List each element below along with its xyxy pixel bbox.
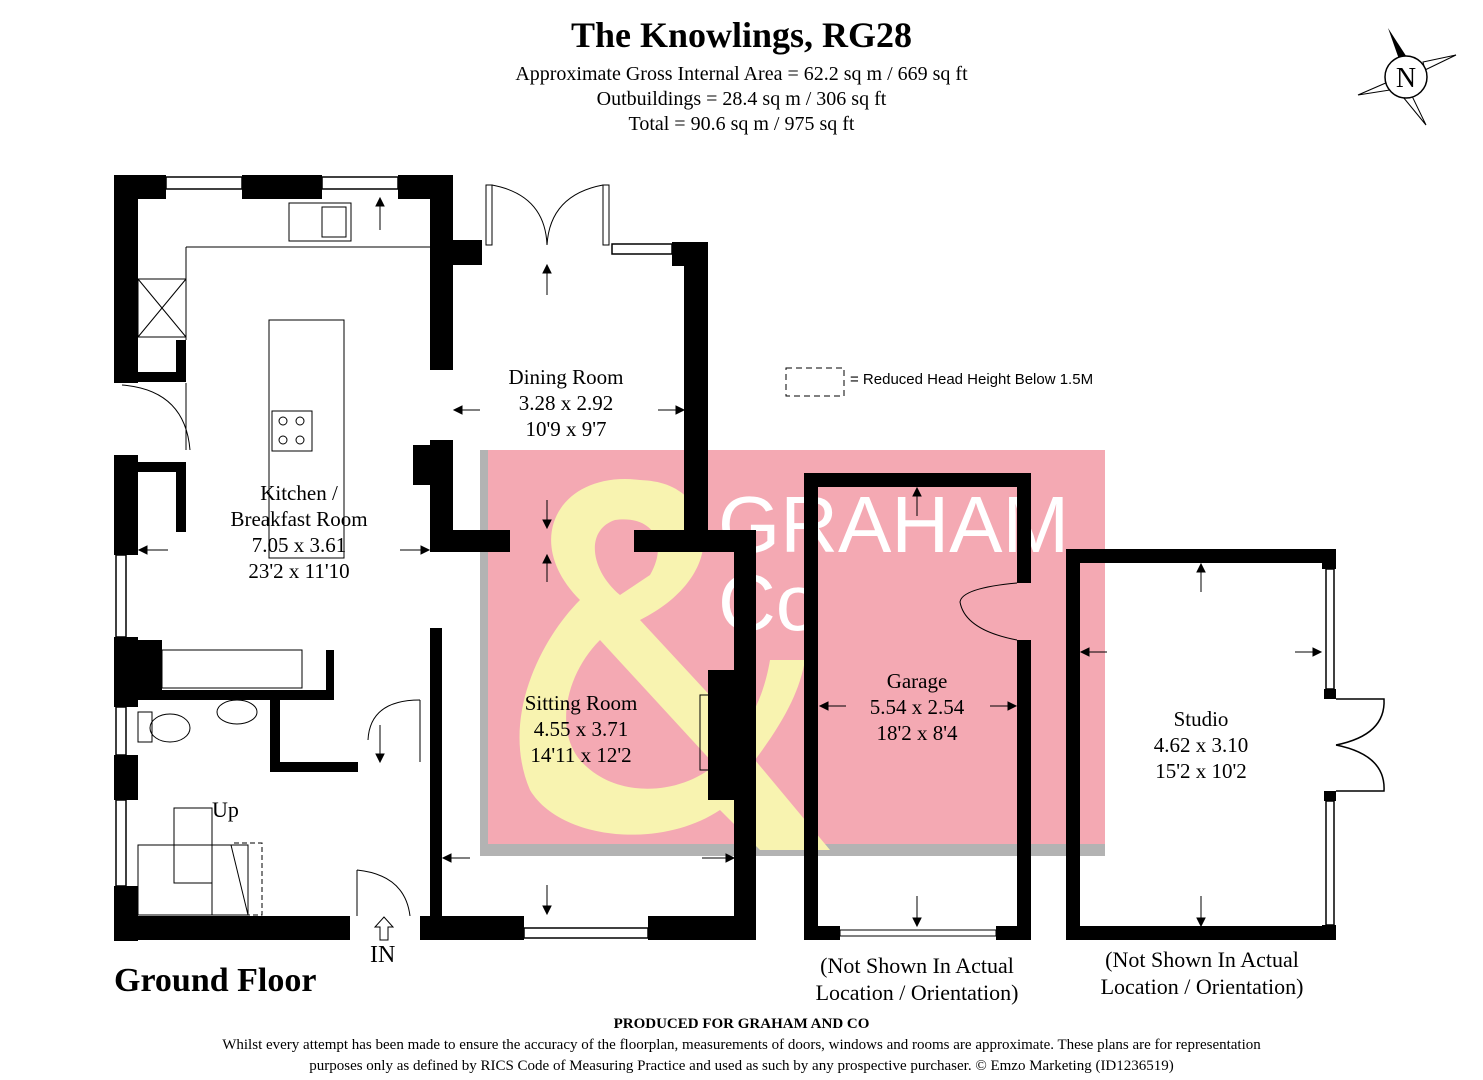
note-line: (Not Shown In Actual [1105,947,1299,972]
watermark-logo: GRAHAM Co [480,450,1105,856]
room-name: Kitchen / [260,481,338,505]
note-line: Location / Orientation) [815,980,1019,1005]
house-walls [114,175,756,941]
legend-label: = Reduced Head Height Below 1.5M [850,371,1094,388]
room-imperial: 15'2 x 10'2 [1155,759,1247,783]
windows [115,176,673,939]
room-metric: 7.05 x 3.61 [251,533,347,557]
garage-fittings [839,582,1018,937]
watermark-text-graham: GRAHAM [718,480,1069,569]
room-imperial: 14'11 x 12'2 [530,743,632,767]
dimension-arrows [137,196,736,916]
room-label-studio: Studio 4.62 x 3.10 15'2 x 10'2 [1154,706,1249,784]
room-imperial: 23'2 x 11'10 [248,559,350,583]
entrance-label: IN [370,942,396,968]
room-name: Dining Room [508,365,624,389]
room-name: Breakfast Room [230,507,368,531]
garage-location-note: (Not Shown In Actual Location / Orientat… [816,952,1019,1006]
stairs-up-label: Up [212,797,239,822]
studio-windows [1079,568,1385,937]
fittings [121,184,845,917]
compass-letter: N [1396,63,1416,94]
disclaimer-line-1: Whilst every attempt has been made to en… [222,1037,1261,1053]
total-area: Total = 90.6 sq m / 975 sq ft [628,113,855,135]
entrance-arrow-icon [373,916,395,941]
room-metric: 5.54 x 2.54 [869,695,965,719]
north-compass-icon: N [1357,28,1457,126]
garage-walls [804,473,1031,940]
floor-label: Ground Floor [114,962,317,999]
outbuildings-area: Outbuildings = 28.4 sq m / 306 sq ft [596,88,887,110]
note-line: Location / Orientation) [1100,974,1304,999]
disclaimer-line-2: purposes only as defined by RICS Code of… [309,1058,1174,1074]
room-label-dining: Dining Room 3.28 x 2.92 10'9 x 9'7 [509,364,624,442]
note-line: (Not Shown In Actual [820,953,1014,978]
room-imperial: 10'9 x 9'7 [525,417,607,441]
room-name: Sitting Room [524,691,638,715]
gross-internal-area: Approximate Gross Internal Area = 62.2 s… [515,63,968,85]
room-name: Studio [1173,707,1229,731]
room-imperial: 18'2 x 8'4 [876,721,958,745]
garage-dimension-arrows [818,486,1018,928]
room-label-sitting: Sitting Room 4.55 x 3.71 14'11 x 12'2 [525,690,638,768]
room-metric: 4.55 x 3.71 [533,717,629,741]
room-metric: 3.28 x 2.92 [518,391,614,415]
plan-title: The Knowlings, RG28 [570,15,913,55]
studio-dimension-arrows [1079,562,1323,928]
room-name: Garage [886,669,948,693]
room-label-kitchen: Kitchen / Breakfast Room 7.05 x 3.61 23'… [230,480,367,584]
room-metric: 4.62 x 3.10 [1153,733,1249,757]
produced-for-label: PRODUCED FOR GRAHAM AND CO [613,1016,870,1032]
room-label-garage: Garage 5.54 x 2.54 18'2 x 8'4 [870,668,965,746]
studio-location-note: (Not Shown In Actual Location / Orientat… [1101,946,1304,1000]
